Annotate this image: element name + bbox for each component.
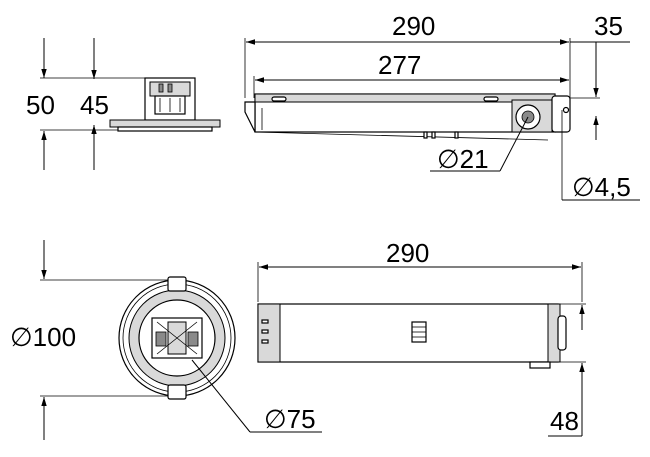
side-view-small <box>40 38 221 170</box>
dim-label-290-top: 290 <box>392 11 435 41</box>
dim-label-dia-100: ∅100 <box>10 322 76 352</box>
driver-top-view <box>257 262 586 437</box>
dim-label-48: 48 <box>550 406 579 436</box>
mounting-hole <box>562 106 570 114</box>
leader-dia-75 <box>191 359 251 433</box>
end-cap <box>551 95 571 133</box>
dim-label-290-bottom: 290 <box>386 238 429 268</box>
dim-label-35: 35 <box>594 11 623 41</box>
front-view-circular <box>40 240 322 440</box>
dim-label-dia-21: ∅21 <box>437 144 489 174</box>
dim-label-50: 50 <box>26 90 55 120</box>
dim-label-45: 45 <box>80 90 109 120</box>
dim-label-dia-75: ∅75 <box>264 404 316 434</box>
flange <box>109 119 221 128</box>
dim-label-277: 277 <box>378 50 421 80</box>
driver-body-top <box>257 303 559 363</box>
dim-label-dia-4-5: ∅4,5 <box>572 172 631 202</box>
driver-side-view <box>244 38 640 201</box>
leader-dia-21 <box>499 116 529 172</box>
